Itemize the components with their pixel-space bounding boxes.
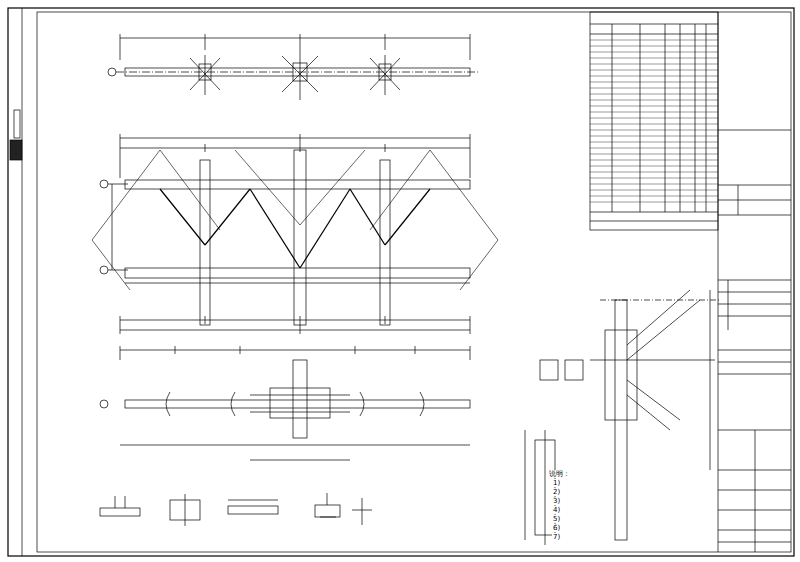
note-number: 3) (552, 497, 561, 505)
note-number: 2) (552, 488, 561, 496)
note-number: 6) (552, 524, 561, 532)
notes-heading: 说明： (548, 470, 571, 478)
note-number: 1) (552, 479, 561, 487)
note-number: 4) (552, 506, 561, 514)
note-number: 7) (552, 533, 561, 541)
note-number: 5) (552, 515, 561, 523)
